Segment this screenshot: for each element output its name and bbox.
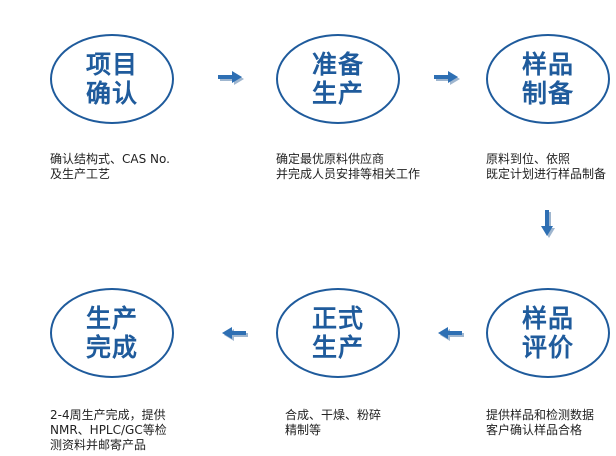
arrow-down-icon [541, 210, 555, 238]
step-1-title: 项目 确认 [85, 50, 138, 108]
step-3-title: 样品 制备 [521, 50, 574, 108]
step-6-circle: 生产 完成 [50, 288, 174, 378]
step-3-circle: 样品 制备 [486, 34, 610, 124]
step-5-circle: 正式 生产 [276, 288, 400, 378]
arrow-right-icon [434, 71, 460, 85]
arrow-left-icon [438, 327, 464, 341]
step-3-description: 原料到位、依照 既定计划进行样品制备 [486, 152, 607, 181]
step-2-description: 确定最优原料供应商 并完成人员安排等相关工作 [276, 152, 421, 181]
step-6-description: 2-4周生产完成，提供 NMR、HPLC/GC等检 测资料并邮寄产品 [50, 408, 167, 452]
step-4-circle: 样品 评价 [486, 288, 610, 378]
arrow-right-icon [218, 71, 244, 85]
step-2-title: 准备 生产 [311, 50, 364, 108]
step-4-description: 提供样品和检测数据 客户确认样品合格 [486, 408, 595, 437]
step-5-description: 合成、干燥、粉碎 精制等 [285, 408, 382, 437]
step-6-title: 生产 完成 [85, 304, 138, 362]
step-5-title: 正式 生产 [311, 304, 364, 362]
step-1-description: 确认结构式、CAS No. 及生产工艺 [50, 152, 170, 181]
step-1-circle: 项目 确认 [50, 34, 174, 124]
step-4-title: 样品 评价 [521, 304, 574, 362]
arrow-left-icon [222, 327, 248, 341]
step-2-circle: 准备 生产 [276, 34, 400, 124]
